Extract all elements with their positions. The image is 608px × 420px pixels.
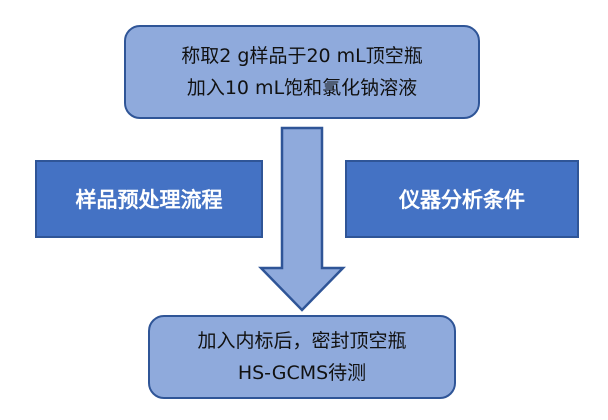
instrument-conditions-label: 仪器分析条件 <box>345 160 579 238</box>
step-internal-standard: 加入内标后，密封顶空瓶 HS-GCMS待测 <box>148 315 456 399</box>
step-text-line2: 加入10 mL饱和氯化钠溶液 <box>186 77 418 99</box>
label-text: 样品预处理流程 <box>75 188 223 212</box>
sample-pretreatment-label: 样品预处理流程 <box>35 160 263 238</box>
down-arrow-shape <box>258 126 346 312</box>
step-text-line2: HS-GCMS待测 <box>237 362 367 384</box>
label-text: 仪器分析条件 <box>399 188 525 212</box>
step-text-line1: 称取2 g样品于20 mL顶空瓶 <box>181 45 423 67</box>
step-text-line1: 加入内标后，密封顶空瓶 <box>197 330 407 352</box>
step-sample-weighing: 称取2 g样品于20 mL顶空瓶 加入10 mL饱和氯化钠溶液 <box>124 25 480 119</box>
